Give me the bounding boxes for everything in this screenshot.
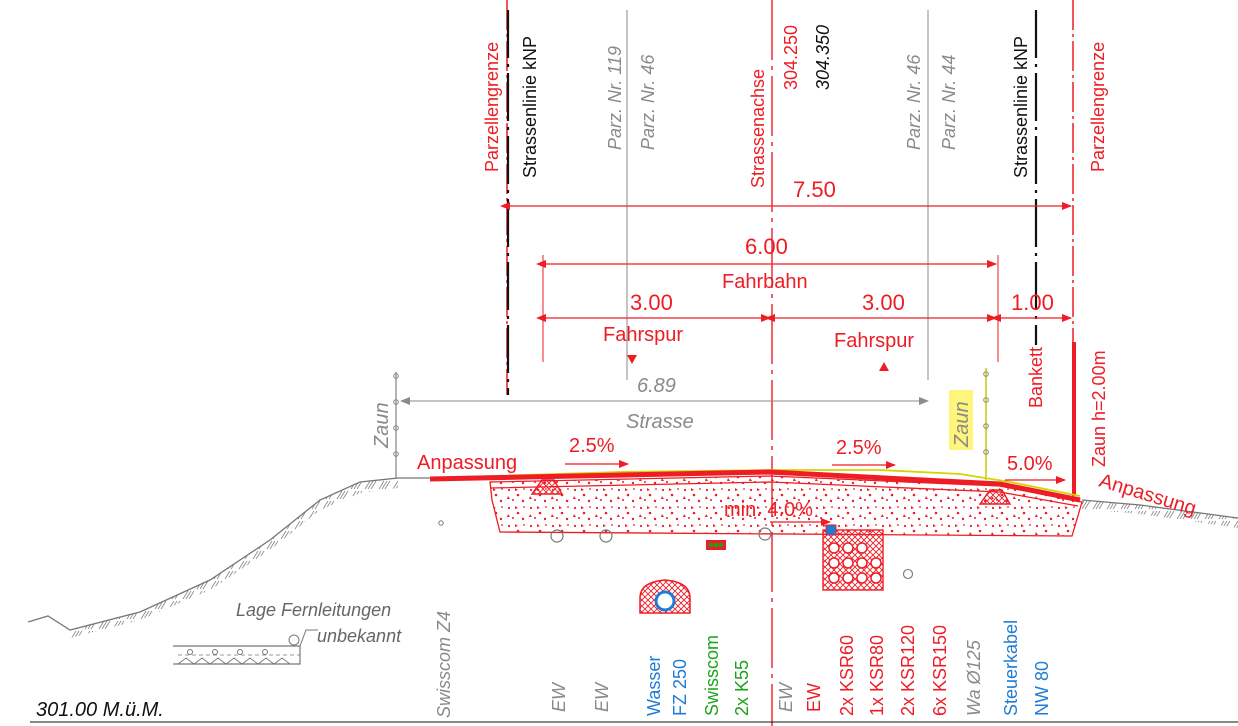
fence-height-label: Zaun h=2.00m <box>1089 350 1109 467</box>
elevation-black-label: 304.350 <box>813 25 833 90</box>
parcel-44-label: Parz. Nr. 44 <box>939 55 959 150</box>
parcel-boundary-right-label: Parzellengrenze <box>1088 42 1108 172</box>
ew-label-1: EW <box>549 681 569 712</box>
steuerkabel-label: Steuerkabel <box>1001 620 1021 716</box>
pipeline-note-line1: Lage Fernleitungen <box>236 600 391 620</box>
ew-pipe-2 <box>599 529 613 543</box>
adjust-left-label: Anpassung <box>417 452 517 474</box>
road-axis-label: Strassenachse <box>748 69 768 188</box>
ew-pipe-3 <box>758 527 772 541</box>
edge-stone-right <box>978 489 1012 505</box>
swisscom-label: Swisscom <box>702 635 722 716</box>
ksr80-label: 1x KSR80 <box>867 635 887 716</box>
lane-left-value: 3.00 <box>630 290 673 315</box>
ksr120-label: 2x KSR120 <box>898 625 918 716</box>
lane-right-value: 3.00 <box>862 290 905 315</box>
parcel-boundary-left-label: Parzellengrenze <box>482 42 502 172</box>
pipe-small-marker <box>438 520 444 526</box>
ew-label-3: EW <box>776 681 796 712</box>
lane-left-direction-icon <box>627 355 637 364</box>
pipeline-trench-sketch <box>173 629 318 665</box>
strasse-label: Strasse <box>626 411 694 433</box>
ksr150-label: 6x KSR150 <box>930 625 950 716</box>
ew-pipe-1 <box>550 529 564 543</box>
fahrbahn-value: 6.00 <box>745 234 788 259</box>
wasser-label: Wasser <box>644 656 664 716</box>
parcel-46-right-label: Parz. Nr. 46 <box>904 54 924 150</box>
fahrbahn-label: Fahrbahn <box>722 271 808 293</box>
nw80-label: NW 80 <box>1032 661 1052 716</box>
bankett-value: 1.00 <box>1011 290 1054 315</box>
lane-left-label: Fahrspur <box>603 324 683 346</box>
fz250-label: FZ 250 <box>670 659 690 716</box>
ksr-duct-block <box>822 524 884 591</box>
k55-label: 2x K55 <box>732 660 752 716</box>
slope-left-value: 2.5% <box>569 435 615 457</box>
road-line-right-label: Strassenlinie kNP <box>1011 36 1031 178</box>
fence-right-label: Zaun <box>951 401 973 448</box>
parcel-119-label: Parz. Nr. 119 <box>605 46 625 150</box>
slope-min-value: min. 4.0% <box>724 499 813 521</box>
water-pipe-small <box>902 568 914 580</box>
slope-right-value: 2.5% <box>836 437 882 459</box>
existing-road-surface <box>429 469 1081 497</box>
road-body <box>489 475 1083 537</box>
bankett-label: Bankett <box>1026 347 1046 408</box>
swisscom-z4-label: Swisscom Z4 <box>434 611 454 718</box>
strasse-value: 6.89 <box>637 375 676 397</box>
ew-label-4: EW <box>804 683 824 712</box>
fence-left-label: Zaun <box>371 402 393 449</box>
ksr60-label: 2x KSR60 <box>837 635 857 716</box>
swisscom-duct-block <box>706 540 726 550</box>
fence-right-highlight <box>949 390 973 450</box>
parcel-46-left-label: Parz. Nr. 46 <box>638 54 658 150</box>
edge-stone-left <box>530 479 564 495</box>
road-surface-layer <box>429 469 1081 503</box>
lane-right-direction-icon <box>879 362 889 371</box>
slope-shoulder-value: 5.0% <box>1007 453 1053 475</box>
ew-label-2: EW <box>592 681 612 712</box>
pipeline-note-line2: unbekannt <box>317 626 402 646</box>
water-main <box>639 579 691 614</box>
lane-right-label: Fahrspur <box>834 330 914 352</box>
reference-level-label: 301.00 M.ü.M. <box>36 699 164 721</box>
elevation-red-label: 304.250 <box>781 25 801 90</box>
road-line-left-label: Strassenlinie kNP <box>520 36 540 178</box>
wa125-label: Wa Ø125 <box>964 639 984 716</box>
total-width-value: 7.50 <box>793 177 836 202</box>
